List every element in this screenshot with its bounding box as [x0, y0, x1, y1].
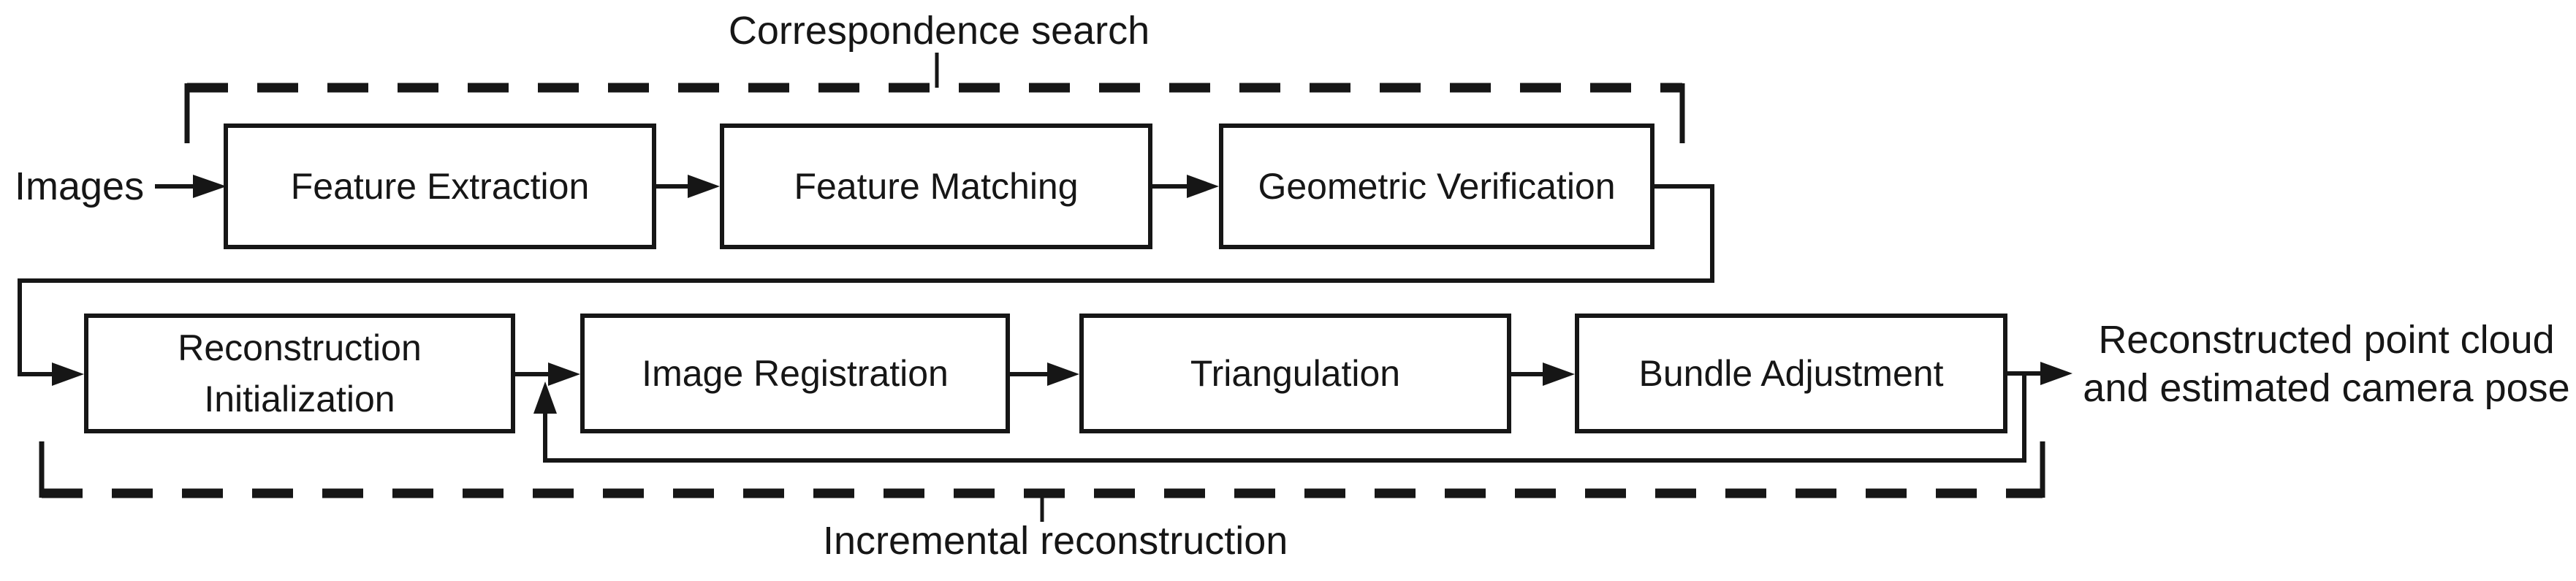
arrowhead-into-output: [2040, 362, 2072, 385]
connector-geometric-verification-to-reconstruction-initialization: [18, 184, 1714, 376]
stage-label-feature-matching: Feature Matching: [794, 166, 1079, 207]
arrowhead-into-geometric-verification: [1187, 175, 1219, 198]
stage-label-feature-extraction: Feature Extraction: [290, 166, 590, 207]
arrowhead-into-image-registration: [548, 362, 580, 386]
arrowhead-into-reconstruction-initialization: [52, 362, 84, 386]
arrowhead-into-bundle-adjustment: [1543, 362, 1575, 386]
stage-box-triangulation: Triangulation: [1079, 314, 1511, 433]
arrowhead-into-feature-matching: [688, 175, 720, 198]
stage-label-bundle-adjustment: Bundle Adjustment: [1638, 353, 1944, 394]
stage-label-reconstruction-initialization: Reconstruction Initialization: [178, 327, 422, 419]
stage-label-geometric-verification: Geometric Verification: [1258, 166, 1616, 207]
connector-feedback-bundle-adjustment-to-image-registration: [543, 373, 2026, 463]
output-label-line2: and estimated camera pose: [2083, 366, 2570, 410]
stage-box-feature-matching: Feature Matching: [720, 124, 1152, 249]
stage-label-image-registration: Image Registration: [642, 353, 949, 394]
arrowhead-into-triangulation: [1047, 362, 1079, 386]
stage-box-reconstruction-initialization: Reconstruction Initialization: [84, 314, 515, 433]
group-label-incremental-reconstruction: Incremental reconstruction: [823, 519, 1288, 563]
output-label-line1: Reconstructed point cloud: [2098, 318, 2555, 362]
stage-box-geometric-verification: Geometric Verification: [1219, 124, 1654, 249]
output-label: Reconstructed point cloud and estimated …: [2077, 316, 2576, 412]
stage-box-feature-extraction: Feature Extraction: [224, 124, 656, 249]
input-label: Images: [15, 164, 145, 208]
group-label-correspondence-search: Correspondence search: [728, 9, 1150, 53]
stage-box-image-registration: Image Registration: [580, 314, 1010, 433]
arrowhead-feedback-up: [533, 381, 557, 414]
stage-label-triangulation: Triangulation: [1190, 353, 1401, 394]
arrowhead-into-feature-extraction: [193, 175, 227, 198]
stage-box-bundle-adjustment: Bundle Adjustment: [1575, 314, 2007, 433]
